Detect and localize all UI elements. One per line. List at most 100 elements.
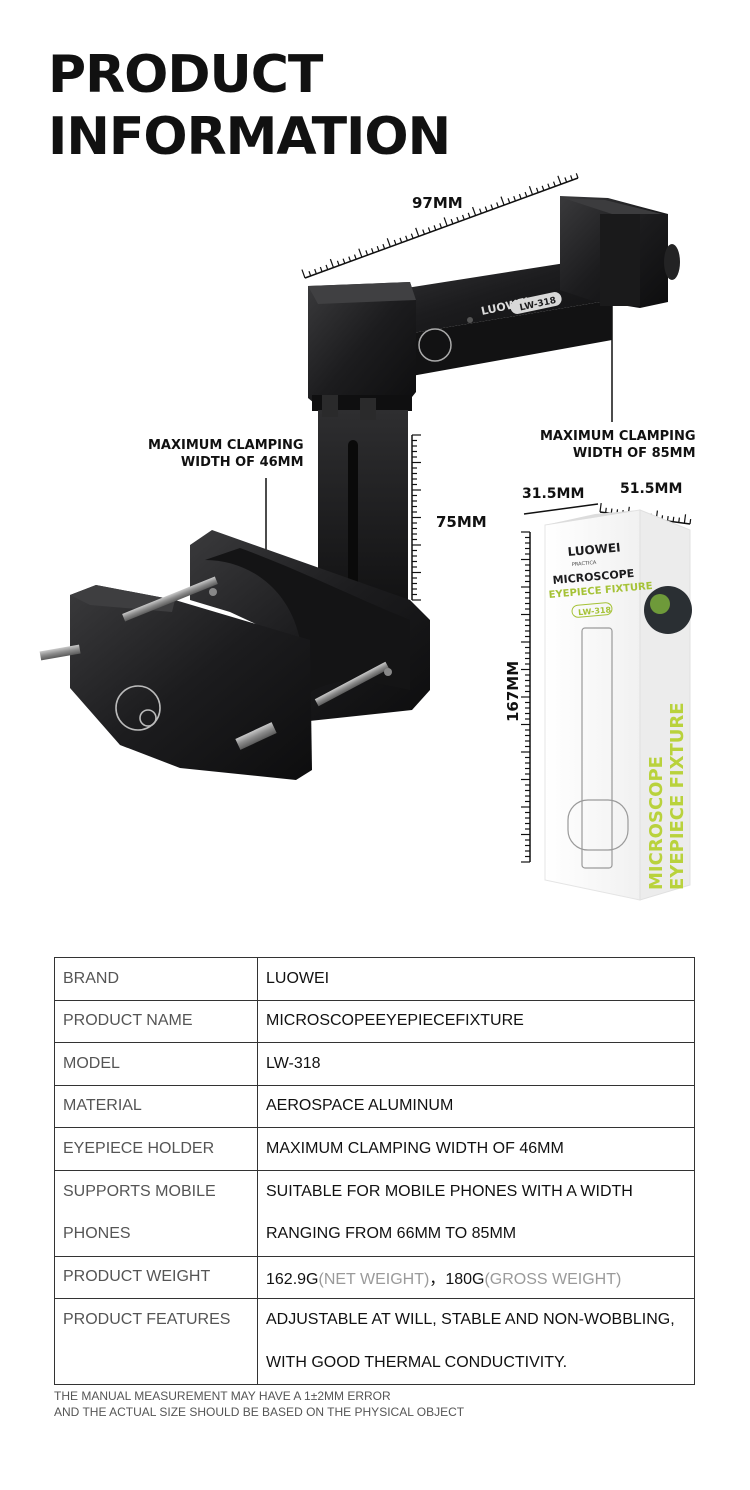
ruler-tick [484, 206, 488, 212]
ruler-tick [479, 208, 482, 214]
ruler-tick [605, 507, 607, 513]
package-brand: LUOWEI [567, 540, 621, 559]
ruler-tick [472, 206, 477, 216]
spec-key: MATERIAL [54, 1084, 258, 1128]
title-line-1: PRODUCT [48, 45, 323, 105]
callout-right-line-1: MAXIMUM CLAMPING [540, 429, 696, 444]
package-side-line-2: EYEPIECE FIXTURE [667, 702, 688, 890]
gross-weight-label: (GROSS WEIGHT) [484, 1271, 622, 1289]
callout-right-line-2: WIDTH OF 85MM [572, 446, 696, 461]
product-figure: LUOWEI LW-318 LUOWEI PRACTICA MICROSCOP [39, 173, 692, 901]
spec-row-supports-mobile: SUPPORTS MOBILE PHONES SUITABLE FOR MOBI… [54, 1169, 695, 1257]
ruler-box-height [521, 531, 531, 863]
spec-key-line-1: PRODUCT FEATURES [63, 1311, 231, 1328]
ruler-tick [557, 175, 562, 185]
ruler-tick [376, 246, 380, 252]
note-line-1: THE MANUAL MEASUREMENT MAY HAVE A 1±2MM … [54, 1389, 391, 1403]
ruler-tick [678, 517, 680, 523]
ruler-tick [541, 185, 545, 191]
spec-value: SUITABLE FOR MOBILE PHONES WITH A WIDTH … [257, 1169, 695, 1257]
spec-value: ADJUSTABLE AT WILL, STABLE AND NON-WOBBL… [257, 1298, 695, 1385]
ruler-tick [325, 264, 329, 270]
ruler-tick [666, 515, 669, 522]
ruler-tick [528, 186, 534, 195]
ruler-tick [443, 217, 448, 227]
ruler-tick [314, 268, 317, 275]
spec-key-line-2: PHONES [63, 1225, 131, 1242]
ruler-tick [415, 227, 420, 237]
ruler-tick [348, 256, 352, 262]
net-weight-label: (NET WEIGHT) [318, 1271, 430, 1289]
spec-row-product-name: PRODUCT NAME MICROSCOPEEYEPIECEFIXTURE [54, 999, 695, 1043]
ruler-tick [500, 196, 505, 206]
ruler-tick [496, 202, 499, 208]
ruler-tick [456, 216, 460, 222]
ruler-top [301, 173, 579, 279]
ruler-tick [336, 260, 340, 266]
ruler-tick [570, 175, 573, 181]
spec-row-product-features: PRODUCT FEATURES ADJUSTABLE AT WILL, STA… [54, 1298, 695, 1385]
spec-key: EYEPIECE HOLDER [54, 1127, 258, 1171]
ruler-tick [342, 258, 346, 264]
spec-row-product-weight: PRODUCT WEIGHT 162.9G(NET WEIGHT)，180G(G… [54, 1255, 695, 1299]
ruler-tick [399, 237, 403, 243]
ruler-tick [329, 258, 335, 268]
ruler-tick [461, 214, 465, 220]
dim-vertical: 75MM [436, 513, 487, 531]
spec-row-model: MODEL LW-318 [54, 1042, 695, 1086]
package-model: LW-318 [578, 605, 612, 617]
weight-separator: ， [429, 1271, 446, 1289]
note-line-2: AND THE ACTUAL SIZE SHOULD BE BASED ON T… [54, 1405, 465, 1419]
ruler-tick [535, 187, 539, 193]
package-side-line-1: MICROSCOPE [646, 756, 667, 890]
ruler-tick [552, 181, 556, 187]
ruler-tick [599, 503, 602, 513]
ruler-tick [450, 218, 454, 225]
spec-key: PRODUCT NAME [54, 999, 258, 1043]
callout-left: MAXIMUM CLAMPING WIDTH OF 46MM [148, 437, 304, 471]
net-weight-value: 162.9G [266, 1271, 319, 1289]
measurement-note: THE MANUAL MEASUREMENT MAY HAVE A 1±2MM … [54, 1388, 464, 1420]
spec-value-line-1: SUITABLE FOR MOBILE PHONES WITH A WIDTH [266, 1182, 633, 1200]
callout-left-line-1: MAXIMUM CLAMPING [148, 438, 304, 453]
spec-key: PRODUCT WEIGHT [54, 1255, 258, 1299]
ruler-tick [393, 239, 397, 245]
ruler-tick [564, 177, 568, 183]
ruler-tick [689, 518, 692, 525]
spec-value: AEROSPACE ALUMINUM [257, 1084, 695, 1128]
ruler-tick [405, 235, 408, 241]
spec-row-eyepiece-holder: EYEPIECE HOLDER MAXIMUM CLAMPING WIDTH O… [54, 1127, 695, 1171]
ruler-tick [365, 250, 369, 256]
fixture-clamp [39, 530, 430, 780]
ruler-tick [353, 254, 357, 260]
ruler-tick [308, 271, 312, 277]
ruler-tick [370, 248, 374, 254]
ruler-tick [439, 223, 443, 229]
ruler-tick [490, 204, 494, 210]
ruler-tick [301, 269, 306, 279]
spec-key-spacer [63, 1342, 249, 1385]
gross-weight-value: 180G [445, 1271, 485, 1289]
spec-row-material: MATERIAL AEROSPACE ALUMINUM [54, 1084, 695, 1128]
spec-value: MAXIMUM CLAMPING WIDTH OF 46MM [257, 1127, 695, 1171]
spec-key: PRODUCT FEATURES [54, 1298, 258, 1385]
spec-value-line-2: WITH GOOD THERMAL CONDUCTIVITY. [266, 1353, 568, 1371]
package-brand-sub: PRACTICA [572, 560, 598, 568]
title-line-2: INFORMATION [48, 107, 451, 167]
fixture-top-arm: LUOWEI LW-318 [308, 196, 680, 412]
ruler-tick [513, 196, 517, 202]
dim-top-width: 97MM [412, 194, 463, 212]
spec-table: BRAND LUOWEI PRODUCT NAME MICROSCOPEEYEP… [54, 957, 695, 1385]
ruler-tick [422, 229, 426, 235]
spec-value: LW-318 [257, 1042, 695, 1086]
spec-key: MODEL [54, 1042, 258, 1086]
ruler-tick [319, 266, 323, 272]
spec-key: BRAND [54, 957, 258, 1001]
ruler-tick [507, 198, 511, 204]
ruler-tick [575, 173, 579, 179]
spec-key: SUPPORTS MOBILE PHONES [54, 1169, 258, 1257]
ruler-tick [358, 248, 363, 258]
page-title: PRODUCT INFORMATION [48, 44, 451, 168]
ruler-tick [433, 225, 437, 231]
ruler-tick [467, 212, 471, 218]
